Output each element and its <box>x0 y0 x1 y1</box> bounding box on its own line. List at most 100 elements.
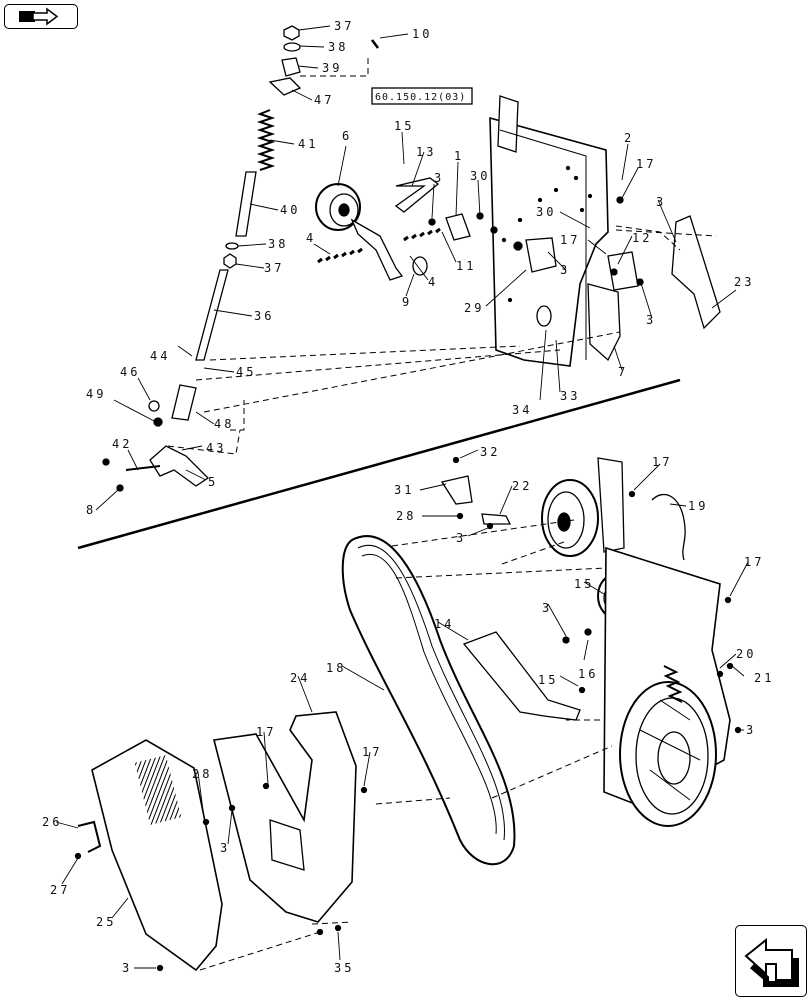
arm-11 <box>350 218 404 281</box>
book-arrow-icon <box>19 7 59 26</box>
callout-14: 14 <box>434 617 454 631</box>
callout-15: 15 <box>394 119 414 133</box>
callout-18: 18 <box>326 661 346 675</box>
callout-5: 5 <box>208 475 218 489</box>
callout-17d: 17 <box>744 555 764 569</box>
clevis-39 <box>281 57 301 77</box>
callout-29: 29 <box>464 301 484 315</box>
callout-37b: 37 <box>264 261 284 275</box>
callout-35: 35 <box>334 961 354 975</box>
spring-41 <box>256 109 276 171</box>
callout-32: 32 <box>480 445 500 459</box>
leader-lines <box>55 25 749 969</box>
callout-36: 36 <box>254 309 274 323</box>
callout-2: 2 <box>624 131 634 145</box>
callout-48: 48 <box>214 417 234 431</box>
vent-grille <box>134 755 182 825</box>
shield-31 <box>440 475 473 505</box>
callout-17: 17 <box>636 157 656 171</box>
callout-17c: 17 <box>652 455 672 469</box>
callout-3: 3 <box>434 171 444 185</box>
bolt-42 <box>125 465 161 471</box>
upper-assembly <box>102 25 721 492</box>
callout-44: 44 <box>150 349 170 363</box>
callout-4: 4 <box>306 231 316 245</box>
callout-31: 31 <box>394 483 414 497</box>
washer-stack-4b <box>403 227 441 242</box>
bracket-7 <box>587 283 621 362</box>
rail-14 <box>462 631 581 721</box>
return-navigation-button[interactable] <box>735 925 807 997</box>
reference-box <box>371 87 473 105</box>
strap-22 <box>481 513 512 525</box>
callout-37: 37 <box>334 19 354 33</box>
callout-24: 24 <box>290 671 310 685</box>
assembly-guide-lines <box>167 58 717 971</box>
bracket-12 <box>607 251 639 291</box>
callout-33: 33 <box>560 389 580 403</box>
callout-17f: 17 <box>362 745 382 759</box>
callout-34: 34 <box>512 403 532 417</box>
nut-37b <box>223 253 237 269</box>
callout-4b: 4 <box>428 275 438 289</box>
guard-24 <box>213 711 357 923</box>
bracket-upper <box>597 457 625 553</box>
callout-45: 45 <box>236 365 256 379</box>
callout-30: 30 <box>470 169 490 183</box>
rod-36 <box>195 269 229 361</box>
callout-21: 21 <box>754 671 774 685</box>
guard-23 <box>671 215 721 330</box>
callout-6: 6 <box>342 129 352 143</box>
cable-19 <box>651 494 686 561</box>
callout-20: 20 <box>736 647 756 661</box>
shaft-1 <box>445 213 471 241</box>
washer-38 <box>283 42 301 52</box>
callout-49: 49 <box>86 387 106 401</box>
callout-42: 42 <box>112 437 132 451</box>
callout-13: 13 <box>416 145 436 159</box>
callout-3b: 3 <box>560 263 570 277</box>
callout-labels: 37 38 39 47 10 41 40 38 37 36 44 45 46 4… <box>42 19 774 975</box>
callout-40: 40 <box>280 203 300 217</box>
callout-38: 38 <box>328 40 348 54</box>
callout-38b: 38 <box>268 237 288 251</box>
pin-49 <box>153 417 163 427</box>
washer-stack-4 <box>317 247 363 264</box>
cover-25 <box>91 739 223 972</box>
callout-39: 39 <box>322 61 342 75</box>
top-navigation-button[interactable] <box>4 4 78 29</box>
spring-lower <box>663 665 683 703</box>
callout-15c: 15 <box>538 673 558 687</box>
section-divider <box>77 378 681 550</box>
bracket-47 <box>268 77 302 96</box>
reference-box-label: 60.150.12(03) <box>375 92 466 103</box>
callout-28: 28 <box>396 509 416 523</box>
callout-47: 47 <box>314 93 334 107</box>
callout-1: 1 <box>454 149 464 163</box>
callout-19: 19 <box>688 499 708 513</box>
callout-26: 26 <box>42 815 62 829</box>
pin-46 <box>148 400 160 412</box>
bracket-26 <box>77 820 102 853</box>
lever-5 <box>149 445 210 487</box>
callout-3g: 3 <box>746 723 756 737</box>
callout-23: 23 <box>734 275 754 289</box>
callout-7: 7 <box>618 365 628 379</box>
callout-27: 27 <box>50 883 70 897</box>
callout-3i: 3 <box>122 961 132 975</box>
callout-3e: 3 <box>456 531 466 545</box>
callout-28b: 28 <box>192 767 212 781</box>
callout-41: 41 <box>298 137 318 151</box>
callout-22: 22 <box>512 479 532 493</box>
callout-43: 43 <box>206 441 226 455</box>
callout-9: 9 <box>402 295 412 309</box>
belt-18 <box>341 535 516 866</box>
bracket-29 <box>525 237 557 273</box>
washer-9 <box>412 256 428 276</box>
callout-17e: 17 <box>256 725 276 739</box>
callout-17b: 17 <box>560 233 580 247</box>
callout-15b: 15 <box>574 577 594 591</box>
nut-37 <box>283 25 300 41</box>
callout-3f: 3 <box>542 601 552 615</box>
callout-11: 11 <box>456 259 476 273</box>
